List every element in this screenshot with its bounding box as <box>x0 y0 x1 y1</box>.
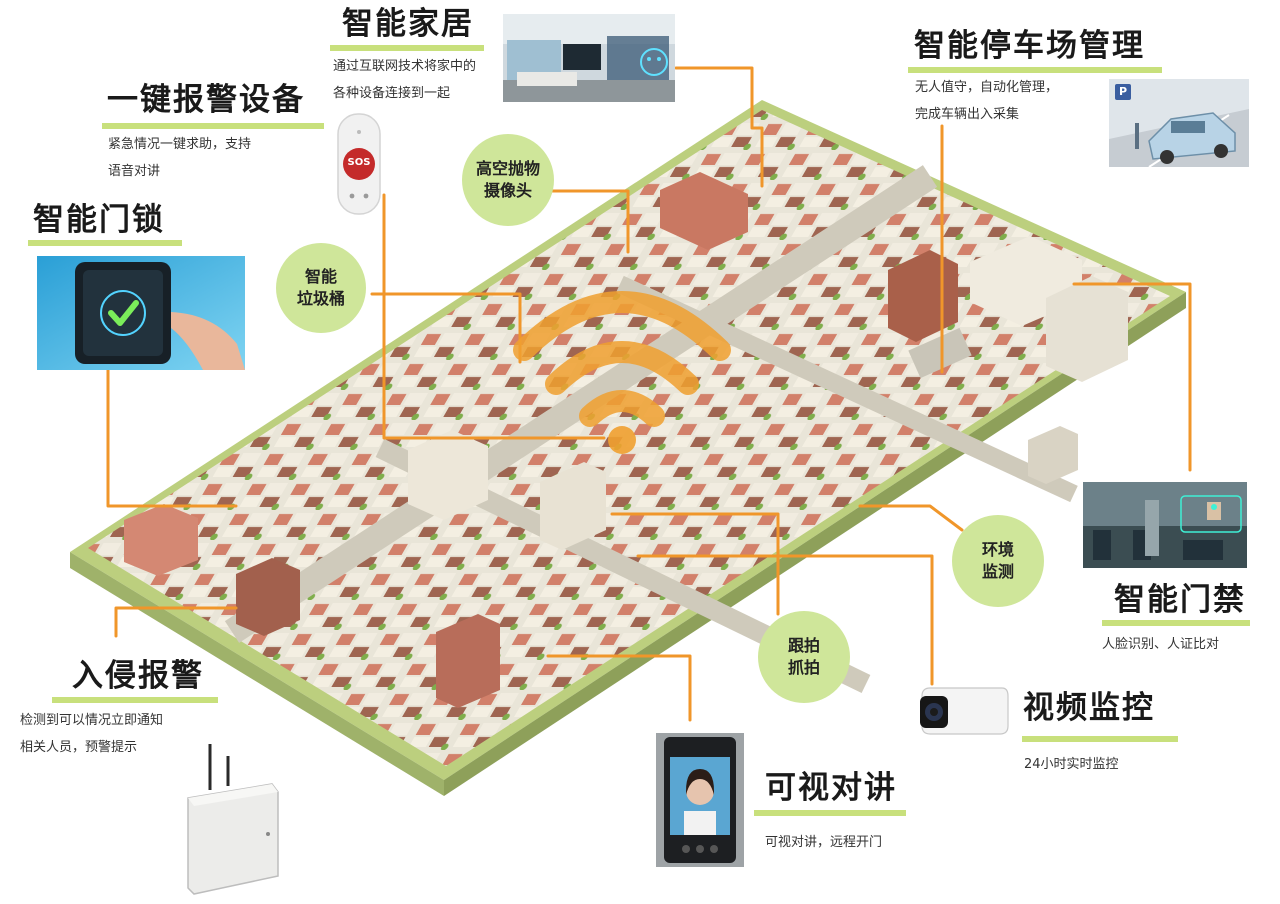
intrusion-underline <box>52 697 218 703</box>
access-control-image <box>1083 482 1247 568</box>
line-video <box>636 554 934 686</box>
face-icon <box>1211 504 1217 510</box>
sos-desc-line2: 语音对讲 <box>108 164 161 179</box>
road-main <box>224 165 938 643</box>
video-desc-line1: 24小时实时监控 <box>1024 757 1119 772</box>
line-intrusion <box>114 606 238 638</box>
smart-home-title: 智能家居 <box>342 6 474 42</box>
sos-device-image: SOS <box>334 112 384 216</box>
environment-line1: 环境 <box>981 540 1014 559</box>
trash-bin-line2: 垃圾桶 <box>296 289 345 308</box>
intercom-underline <box>754 810 906 816</box>
smart-home-underline <box>330 45 484 51</box>
line-environment <box>858 504 964 532</box>
video-underline <box>1022 736 1178 742</box>
parking-underline <box>908 67 1162 73</box>
access-desc-line1: 人脸识别、人证比对 <box>1102 637 1220 652</box>
line-door-lock <box>106 368 238 508</box>
intrusion-desc-line2: 相关人员，预警提示 <box>20 740 138 755</box>
video-title: 视频监控 <box>1023 690 1155 726</box>
sos-desc-line1: 紧急情况一键求助，支持 <box>108 137 252 152</box>
tracking-bubble: 跟拍 抓拍 <box>758 611 850 703</box>
door-lock-underline <box>28 240 182 246</box>
cctv-camera-image <box>916 682 1010 740</box>
intrusion-title: 入侵报警 <box>72 658 204 694</box>
tracking-line2: 抓拍 <box>787 658 820 677</box>
tracking-line1: 跟拍 <box>787 636 820 655</box>
smart-home-desc: 通过互联网技术将家中的 各种设备连接到一起 <box>333 53 476 107</box>
sos-underline <box>102 123 324 129</box>
throw-camera-bubble: 高空抛物 摄像头 <box>462 134 554 226</box>
line-tracking <box>610 512 780 616</box>
smart-home-desc-line2: 各种设备连接到一起 <box>333 86 451 101</box>
parking-desc: 无人值守，自动化管理， 完成车辆出入采集 <box>915 74 1058 128</box>
checkmark-icon <box>100 290 146 336</box>
sos-title: 一键报警设备 <box>107 82 305 118</box>
line-throw-camera <box>546 189 630 254</box>
throw-camera-line2: 摄像头 <box>483 181 532 200</box>
throw-camera-line1: 高空抛物 <box>475 159 540 178</box>
city-side-face <box>70 552 444 796</box>
intercom-desc: 可视对讲，远程开门 <box>765 829 882 856</box>
access-desc: 人脸识别、人证比对 <box>1102 631 1219 658</box>
access-title: 智能门禁 <box>1114 582 1246 618</box>
intercom-device-image <box>656 733 744 867</box>
door-lock-title: 智能门锁 <box>33 202 165 238</box>
line-intercom <box>546 654 692 722</box>
intrusion-alarm-image <box>182 740 282 896</box>
trash-bin-bubble: 智能 垃圾桶 <box>276 243 366 333</box>
intercom-desc-line1: 可视对讲，远程开门 <box>765 835 883 850</box>
access-underline <box>1102 620 1250 626</box>
parking-lot <box>908 327 972 379</box>
sos-button-icon: SOS <box>347 157 371 168</box>
smart-home-desc-line1: 通过互联网技术将家中的 <box>333 59 477 74</box>
parking-desc-line1: 无人值守，自动化管理， <box>915 80 1059 95</box>
parking-desc-line2: 完成车辆出入采集 <box>915 107 1020 122</box>
parking-icon: P <box>1115 84 1131 100</box>
line-sos <box>382 193 606 440</box>
sos-desc: 紧急情况一键求助，支持 语音对讲 <box>108 131 251 185</box>
parking-image: P <box>1109 79 1249 167</box>
intercom-title: 可视对讲 <box>765 770 897 806</box>
parking-title: 智能停车场管理 <box>914 28 1145 64</box>
environment-bubble: 环境 监测 <box>952 515 1044 607</box>
video-desc: 24小时实时监控 <box>1024 751 1119 778</box>
intrusion-desc: 检测到可以情况立即通知 相关人员，预警提示 <box>20 707 163 761</box>
trash-bin-line1: 智能 <box>304 267 337 286</box>
intrusion-desc-line1: 检测到可以情况立即通知 <box>20 713 164 728</box>
smart-home-image <box>503 14 675 102</box>
environment-line2: 监测 <box>981 562 1014 581</box>
door-lock-image <box>37 256 245 370</box>
city-side-face-right <box>444 292 1186 796</box>
line-access <box>1072 282 1192 472</box>
line-smart-home <box>674 66 764 188</box>
